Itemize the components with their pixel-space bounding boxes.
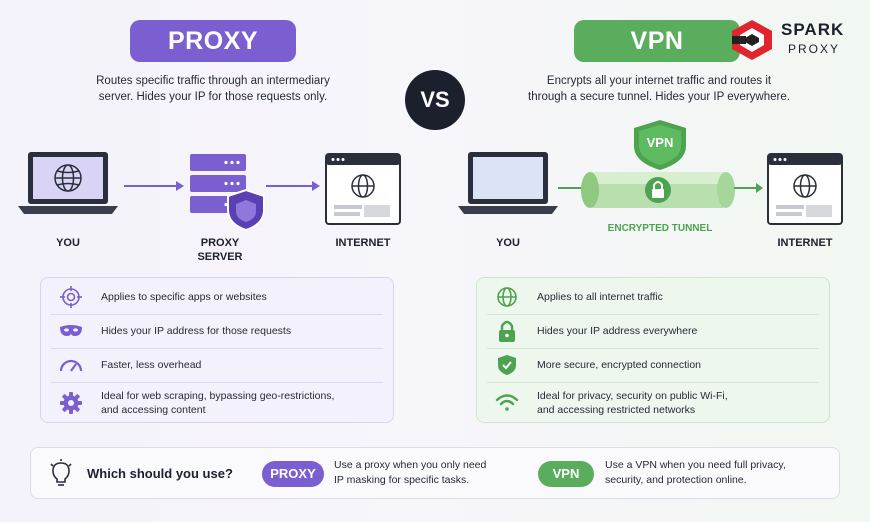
list-item: Faster, less overhead	[41, 350, 393, 380]
recommendation-bar: Which should you use? PROXY Use a proxy …	[30, 447, 840, 499]
feature-text: Ideal for web scraping, bypassing geo-re…	[101, 390, 335, 416]
encrypted-tunnel-label: ENCRYPTED TUNNEL	[607, 223, 713, 234]
vpn-internet-label: INTERNET	[777, 237, 833, 249]
browser-window-icon	[767, 153, 843, 225]
brand-line2: PROXY	[788, 42, 841, 56]
feature-text: More secure, encrypted connection	[537, 359, 702, 371]
vpn-you-label: YOU	[496, 237, 520, 249]
speedometer-icon	[59, 359, 83, 372]
laptop-icon	[458, 152, 558, 214]
question-text: Which should you use?	[87, 466, 233, 481]
list-item: Hides your IP address everywhere	[477, 316, 829, 346]
list-item: More secure, encrypted connection	[477, 350, 829, 380]
list-item: Ideal for web scraping, bypassing geo-re…	[41, 384, 393, 422]
lightbulb-icon	[50, 459, 72, 486]
vpn-description: Encrypts all your internet traffic and r…	[528, 75, 790, 103]
feature-text: Ideal for privacy, security on public Wi…	[537, 390, 728, 416]
proxy-title: PROXY	[130, 20, 296, 62]
vs-badge: VS	[405, 70, 465, 130]
feature-text: Hides your IP address for those requests	[101, 325, 292, 337]
shield-check-icon	[498, 355, 516, 375]
proxy-you-label: YOU	[56, 237, 80, 249]
vpn-features-card: Applies to all internet traffic Hides yo…	[476, 277, 830, 423]
mask-icon	[60, 325, 82, 336]
globe-icon	[54, 164, 82, 192]
vpn-shield-icon	[634, 120, 686, 170]
brand-line1: SPARK	[781, 20, 845, 39]
list-item: Applies to specific apps or websites	[41, 282, 393, 312]
browser-window-icon	[325, 153, 401, 225]
vpn-diagram	[458, 120, 843, 225]
list-item: Applies to all internet traffic	[477, 282, 829, 312]
feature-text: Faster, less overhead	[101, 359, 202, 371]
proxy-server-label: PROXY SERVER	[197, 237, 243, 263]
vpn-shield-label: VPN	[646, 135, 674, 150]
globe-icon	[497, 287, 517, 307]
vpn-pill: VPN	[538, 461, 594, 487]
proxy-description: Routes specific traffic through an inter…	[96, 75, 330, 103]
target-icon	[60, 286, 82, 308]
lock-icon	[499, 320, 515, 342]
vpn-recommendation: Use a VPN when you need full privacy, se…	[605, 459, 786, 486]
list-item: Ideal for privacy, security on public Wi…	[477, 384, 829, 422]
feature-text: Applies to all internet traffic	[537, 291, 663, 303]
proxy-features-card: Applies to specific apps or websites Hid…	[40, 277, 394, 423]
list-item: Hides your IP address for those requests	[41, 316, 393, 346]
gear-icon	[60, 392, 82, 414]
wifi-icon	[495, 394, 519, 411]
feature-text: Applies to specific apps or websites	[101, 291, 267, 303]
spark-logo-icon	[732, 20, 772, 60]
proxy-recommendation: Use a proxy when you only need IP maskin…	[334, 459, 487, 486]
brand-logo: SPARK PROXY	[728, 18, 858, 62]
vpn-title: VPN	[574, 20, 740, 62]
proxy-diagram	[18, 152, 401, 232]
proxy-internet-label: INTERNET	[335, 237, 391, 249]
laptop-icon	[18, 152, 118, 214]
proxy-pill: PROXY	[262, 461, 324, 487]
shield-icon	[227, 188, 265, 232]
lock-icon	[645, 177, 671, 203]
feature-text: Hides your IP address everywhere	[537, 325, 698, 337]
